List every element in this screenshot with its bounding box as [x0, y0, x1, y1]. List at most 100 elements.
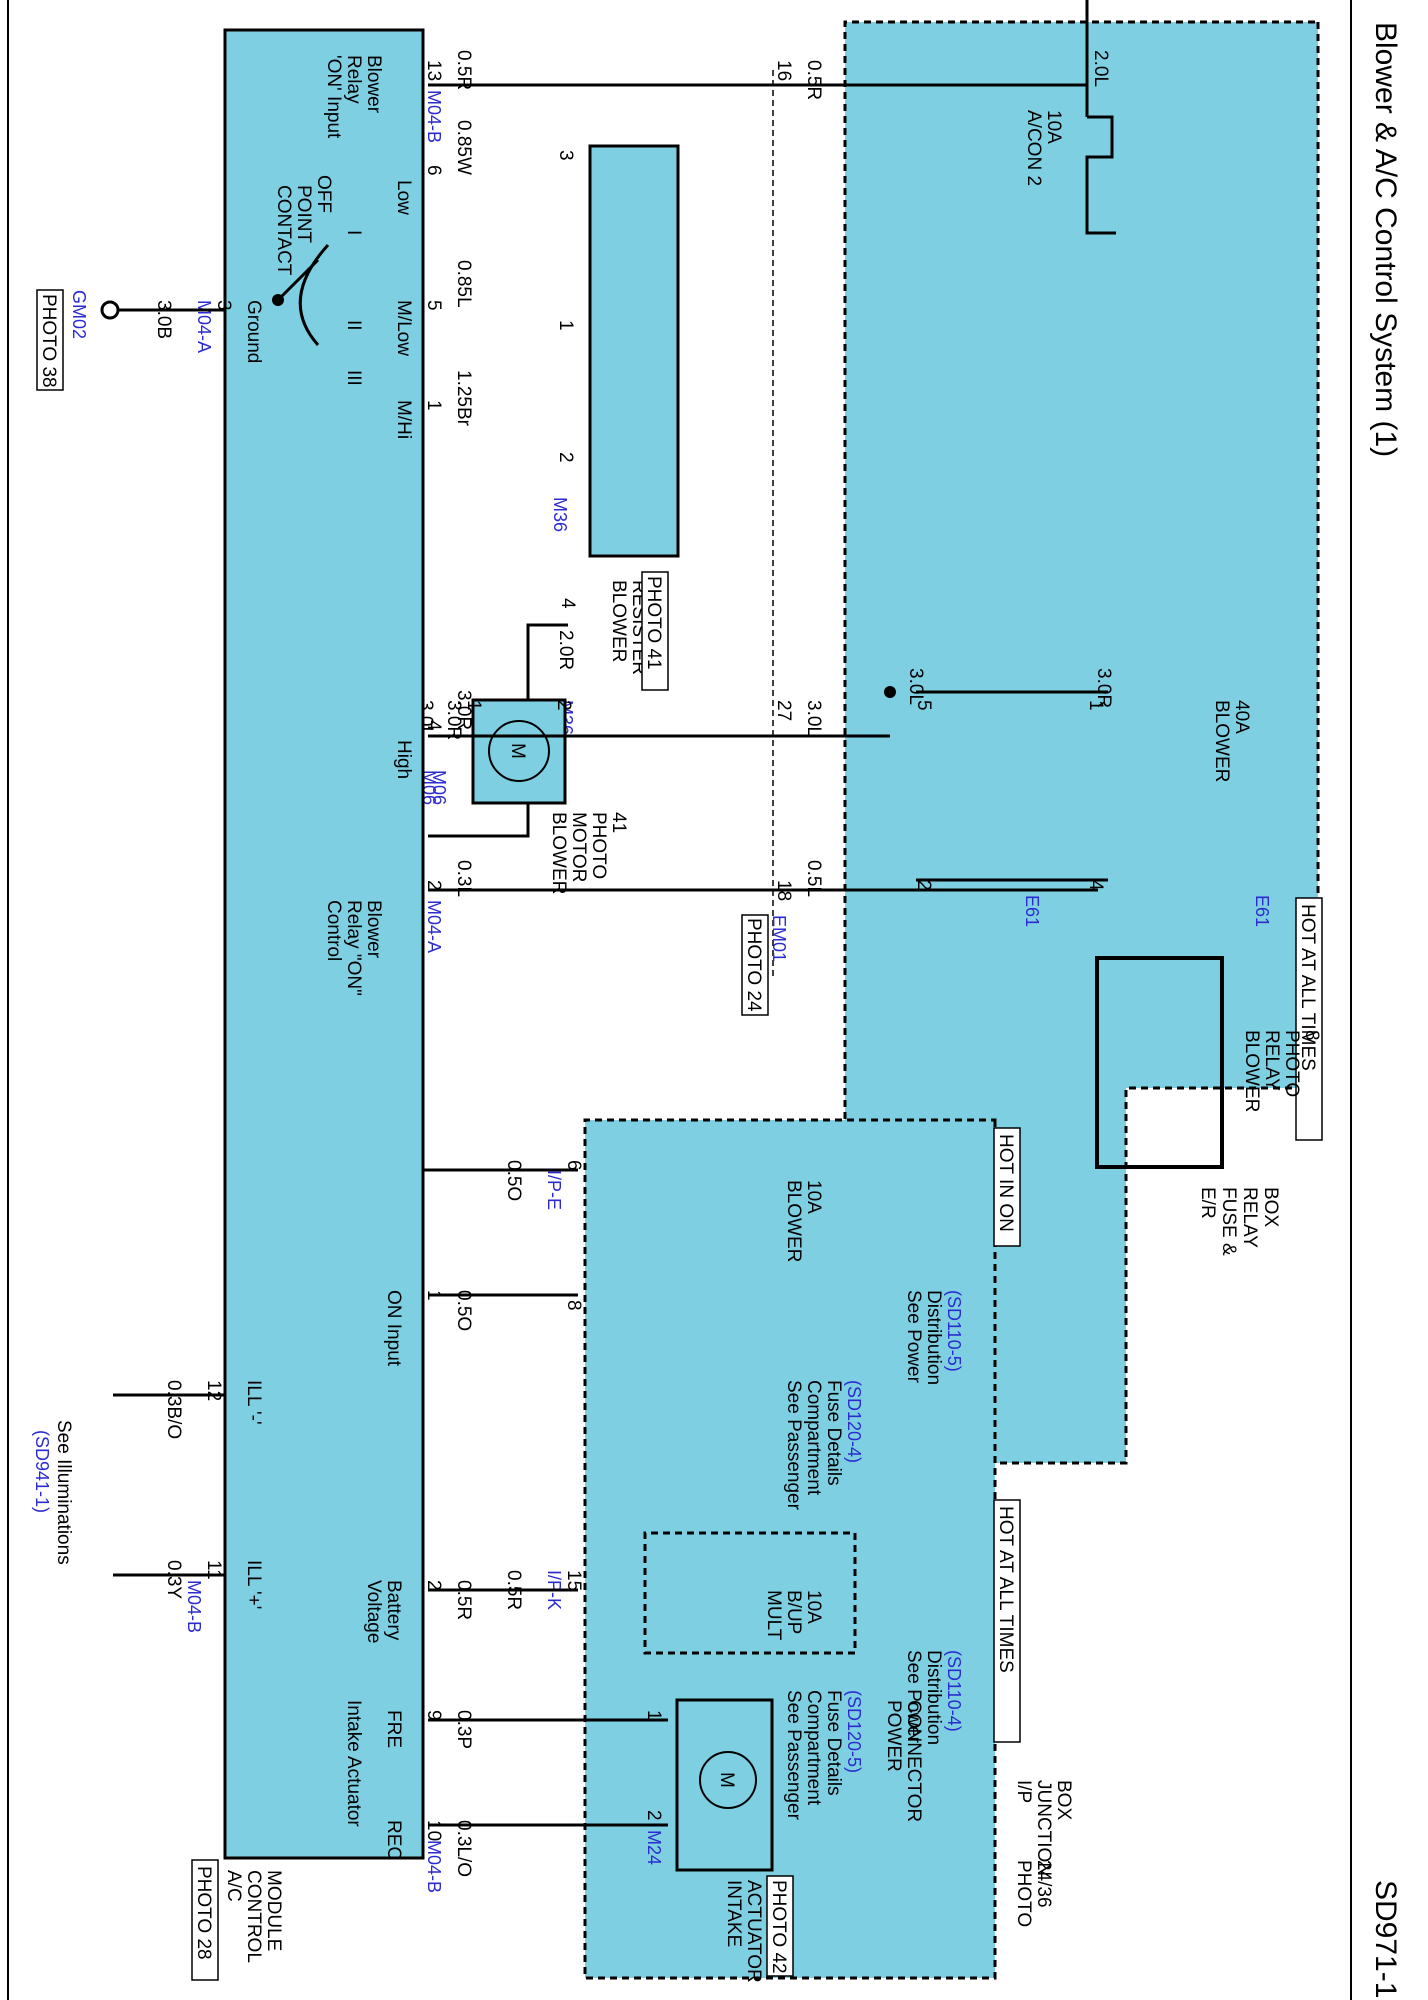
er-box-name-2: FUSE & [1218, 1187, 1239, 1256]
actuator-name-2: ACTUATOR [743, 1880, 764, 1983]
ip-box-name-3: BOX [1053, 1780, 1074, 1820]
actuator-pin-2: 2 [643, 1810, 664, 1821]
switch-arc [298, 243, 330, 346]
wire-label-1-mhi: 1.25Br [453, 370, 474, 427]
relay-name-1: BLOWER [1241, 1030, 1262, 1112]
label-fre: FRE [383, 1710, 404, 1748]
conn-m04a-2: M04-A [424, 900, 444, 953]
conn-m04b-13: M04-B [424, 90, 444, 143]
label-battery-2: Voltage [363, 1580, 384, 1643]
ac-control-module [223, 28, 425, 1860]
label-relay-on-input-1: Blower [363, 55, 384, 114]
see-pass-1a: See Passenger [783, 1380, 804, 1511]
ip-fuse-blower-rating: 10A [803, 1180, 824, 1214]
em01-conn: EM01 [769, 915, 789, 962]
em01-photo-badge [741, 914, 769, 1016]
wire-label-motor-left: 3.0R [443, 700, 464, 740]
switch-contact [276, 258, 320, 302]
wire-label-battery: 0.5R [453, 1580, 474, 1620]
power-connector-1: POWER [883, 1700, 904, 1772]
wire-label-12: 0.3B/O [163, 1380, 184, 1439]
power-connector-2: CONNECTOR [903, 1700, 924, 1822]
resister-pin-4: 4 [557, 598, 578, 609]
ip-hot-on: HOT IN ON [995, 1134, 1016, 1232]
see-pass-2-ref: (SD120-5) [844, 1690, 864, 1773]
wire-label-2-control: 0.3L [453, 860, 474, 897]
switch-off: OFF [313, 175, 334, 213]
motor-photo-1: PHOTO [588, 812, 609, 879]
em01-pin-27: 27 [773, 700, 794, 721]
motor-name-2: MOTOR [568, 812, 589, 882]
resister-pin-2: 2 [555, 452, 576, 463]
ipe-conn: I/P-E [544, 1170, 564, 1210]
label-on-input: ON Input [383, 1290, 404, 1367]
module-name-1: A/C [223, 1870, 244, 1902]
pin-12: 12 [203, 1380, 224, 1401]
wire-label-10: 0.3L/O [453, 1820, 474, 1877]
actuator-pin-1: 1 [643, 1710, 664, 1721]
em01-pin-16: 16 [773, 60, 794, 81]
ground-pin-name: Ground [243, 300, 264, 363]
ip-fuse-mult-name: MULT [763, 1590, 784, 1641]
relay-photo-1: PHOTO [1281, 1030, 1302, 1097]
hot-all-times-badge-ip [993, 1499, 1021, 1743]
ip-box-photo-2: 24/36 [1033, 1860, 1054, 1908]
ground-photo: PHOTO 38 [38, 294, 59, 388]
see-power-1b: Distribution [923, 1290, 944, 1385]
em01-wire-16: 0.5R [803, 60, 824, 100]
label-relay-on-input-3: 'ON' Input [323, 55, 344, 139]
ip-box-photo-1: PHOTO [1013, 1860, 1034, 1927]
label-battery-1: Battery [383, 1580, 404, 1641]
ipe-pin-8: 8 [563, 1300, 584, 1311]
relay-pin-1: 1 [1085, 700, 1106, 711]
wire-label-2l: 2.0L [1090, 50, 1111, 87]
resister-pin-1: 1 [555, 320, 576, 331]
label-high: High [393, 740, 414, 779]
conn-m04b-10: M04-B [424, 1840, 444, 1893]
label-relay-on-input-2: Relay [343, 55, 364, 104]
ground-conn: GM02 [69, 290, 89, 339]
fuse-blower40-rating: 40A [1231, 700, 1252, 734]
ip-fuse-mult-rating: 10A [803, 1590, 824, 1624]
motor-symbol [488, 720, 550, 782]
wire-label-relay-in: 3.0R [1093, 668, 1114, 708]
actuator-m-label: M [716, 1772, 737, 1788]
page-code: SD971-1 [1369, 1880, 1402, 1998]
switch-contact-1: CONTACT [273, 185, 294, 276]
pin-9: 9 [423, 1710, 444, 1721]
power-connector-box [643, 1531, 857, 1655]
pin-1-on: 1 [423, 1290, 444, 1301]
wire-label-relay-5: 3.0L [905, 668, 926, 705]
see-pass-2c: Fuse Details [823, 1690, 844, 1796]
see-power-2b: Distribution [923, 1650, 944, 1745]
relay-pin-4: 4 [1085, 880, 1106, 891]
pin-2-battery: 2 [423, 1580, 444, 1591]
pin-2-control: 2 [423, 880, 444, 891]
intake-actuator [675, 1698, 774, 1872]
see-pass-1-ref: (SD120-4) [844, 1380, 864, 1463]
relay-conn-e61-top: E61 [1252, 895, 1272, 927]
see-power-1-ref: (SD110-5) [944, 1290, 964, 1372]
ipe-pin-6: 6 [563, 1160, 584, 1171]
see-power-2a: See Power [903, 1650, 924, 1744]
see-pass-1b: Compartment [803, 1380, 824, 1496]
ip-box-name-2: JUNCTION [1033, 1780, 1054, 1876]
wire-label-resister-out: 2.0R [555, 630, 576, 670]
hot-all-times-badge-er [1295, 897, 1323, 1141]
em01-wire-27: 3.0L [803, 700, 824, 737]
blower-relay [1095, 956, 1224, 1169]
label-relay-on-control-3: Control [323, 900, 344, 961]
label-relay-on-control-2: Relay "ON" [343, 900, 364, 996]
module-name-3: MODULE [263, 1870, 284, 1951]
relay-name-2: RELAY [1261, 1030, 1282, 1091]
er-box-name-4: BOX [1260, 1187, 1281, 1227]
relay-conn-e61-bottom: E61 [1022, 895, 1042, 927]
wire-ac-fuse-to-relay [1085, 115, 1116, 235]
motor-pin-1: 1 [463, 700, 484, 711]
pin-11: 11 [203, 1560, 224, 1580]
wire-label-5: 0.85L [453, 260, 474, 308]
ground-pin: 3 [213, 300, 234, 311]
switch-pos-3: III [343, 370, 364, 386]
fuse-blower40-name: BLOWER [1211, 700, 1232, 782]
junction-relay-5 [884, 686, 896, 698]
